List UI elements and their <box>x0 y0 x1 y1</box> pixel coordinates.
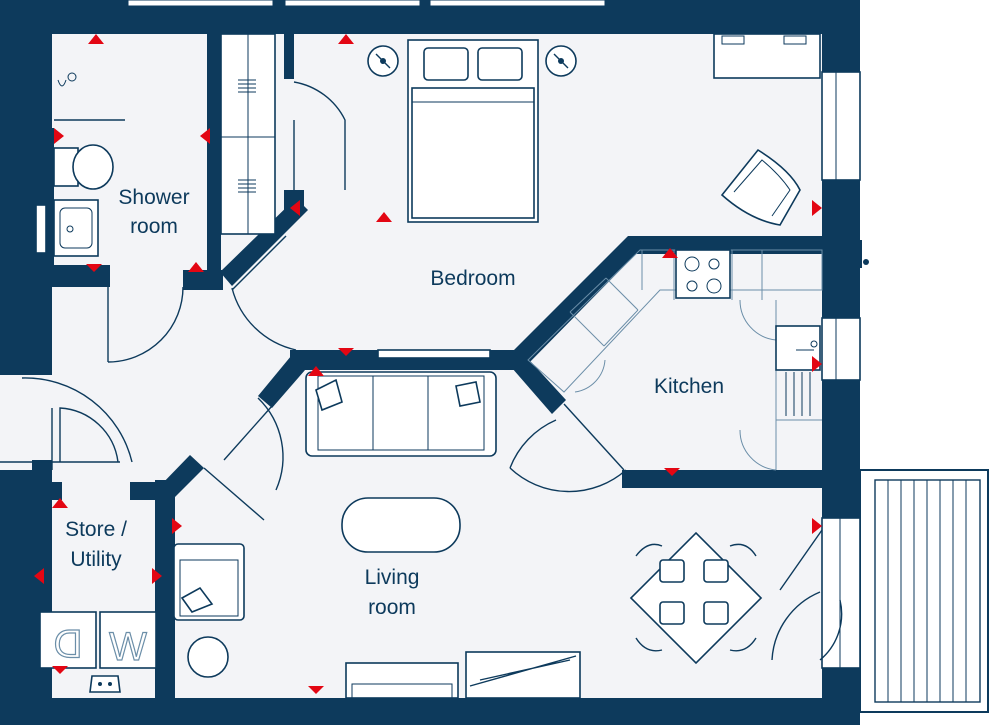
coffee-table <box>341 497 461 553</box>
wardrobe <box>220 33 276 235</box>
living-room-label-line1: Living <box>365 566 420 589</box>
armchair-living <box>173 543 245 621</box>
tv-unit <box>377 349 491 359</box>
side-table <box>187 636 229 678</box>
shower-room-fixtures <box>35 72 125 257</box>
armchair-bedroom <box>720 148 801 226</box>
power-markers <box>34 34 822 694</box>
washer-label: W <box>109 625 147 669</box>
kitchen-units <box>527 249 823 471</box>
bedside-lamps <box>367 45 577 77</box>
room-labels: Shower room Bedroom Kitchen Store / Util… <box>65 186 724 619</box>
bedroom-label: Bedroom <box>430 267 515 290</box>
dryer-label: D <box>54 621 83 665</box>
dining-set <box>629 531 763 665</box>
sofa <box>305 371 497 457</box>
kitchen-label: Kitchen <box>654 375 724 398</box>
doors <box>0 81 843 661</box>
shower-room-label-line2: room <box>130 215 178 238</box>
media-unit <box>345 651 581 699</box>
store-utility-label-line1: Store / <box>65 518 127 541</box>
laundry-appliances: D W <box>39 611 157 693</box>
balcony <box>859 469 989 713</box>
desk <box>713 33 821 79</box>
shower-room-label-line1: Shower <box>118 186 189 209</box>
interior-walls <box>32 34 822 698</box>
living-room-label-line2: room <box>368 596 416 619</box>
store-utility-label-line2: Utility <box>70 548 122 571</box>
windows <box>127 0 869 669</box>
bed <box>407 39 539 223</box>
